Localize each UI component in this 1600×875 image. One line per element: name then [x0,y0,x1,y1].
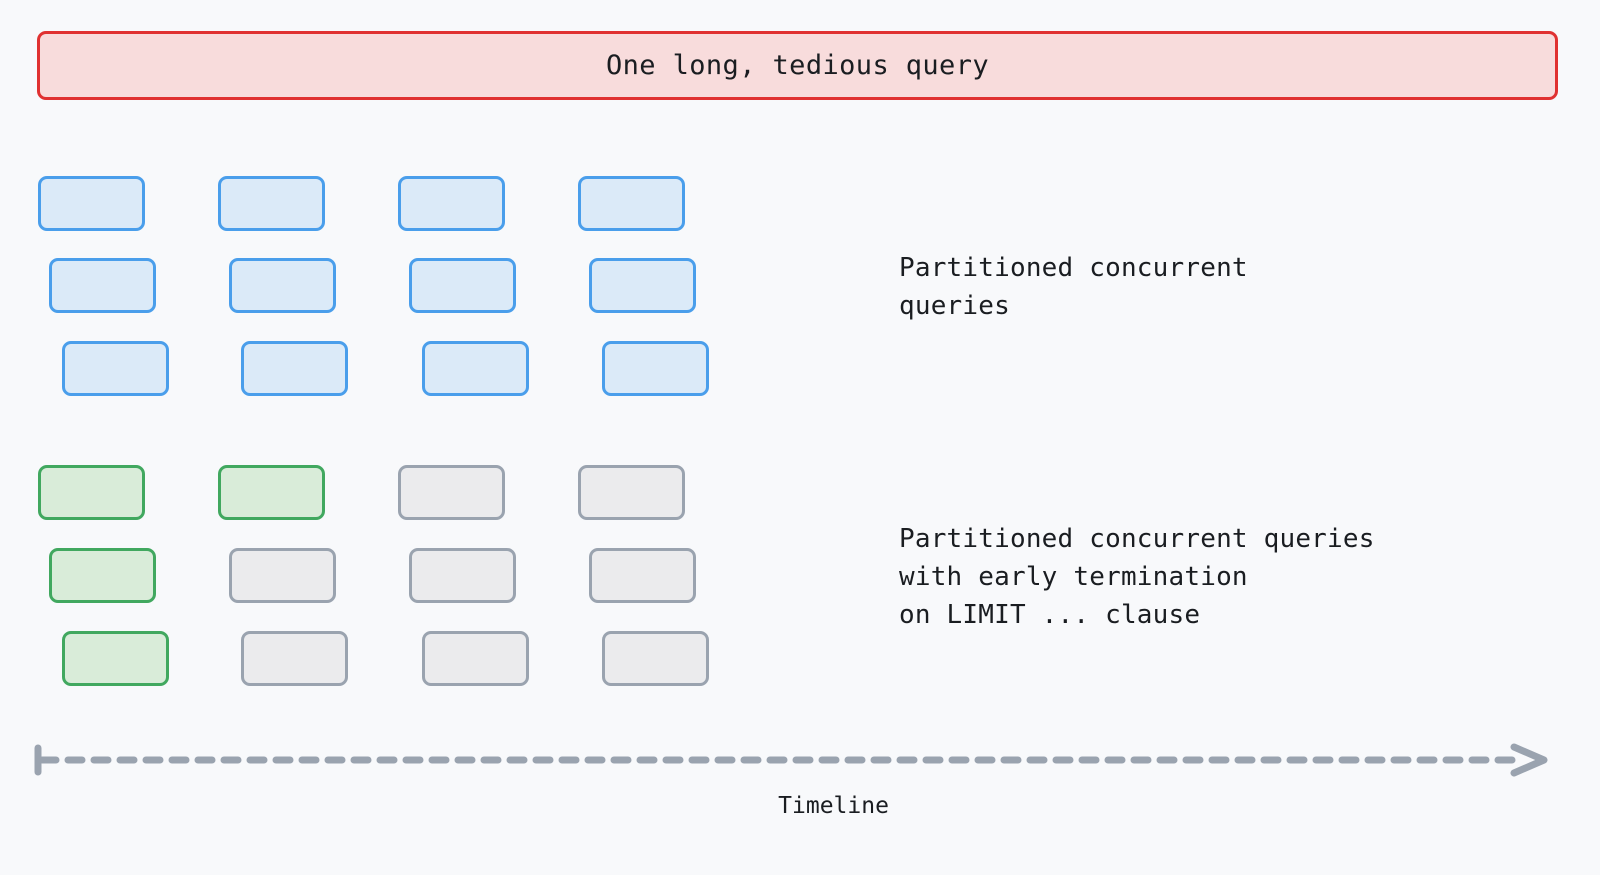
task-box-gray [229,548,336,603]
task-box-blue [241,341,348,396]
task-box-blue [602,341,709,396]
task-box-gray [241,631,348,686]
task-box-green [49,548,156,603]
task-box-gray [602,631,709,686]
timeline-axis: Timeline [34,737,1550,819]
task-box-gray [589,548,696,603]
task-box-blue [49,258,156,313]
task-box-blue [218,176,325,231]
task-box-gray [398,465,505,520]
task-box-blue [38,176,145,231]
timeline-arrow-icon [34,743,1548,777]
task-box-blue [62,341,169,396]
task-box-blue [589,258,696,313]
task-box-blue [578,176,685,231]
header-title: One long, tedious query [605,50,990,81]
task-box-green [38,465,145,520]
task-box-blue [398,176,505,231]
task-box-blue [409,258,516,313]
task-box-gray [578,465,685,520]
task-box-green [62,631,169,686]
caption-partitioned-concurrent: Partitioned concurrent queries [899,253,1248,321]
caption-partitioned-concurrent-early-termination: Partitioned concurrent queries with earl… [899,524,1375,630]
task-box-blue [229,258,336,313]
timeline-label-wrap: Timeline [34,737,1550,875]
task-box-gray [409,548,516,603]
header-banner: One long, tedious query [37,31,1558,100]
diagram-canvas: One long, tedious query Partitioned conc… [34,31,1558,819]
task-box-green [218,465,325,520]
task-box-gray [422,631,529,686]
timeline-label: Timeline [769,793,898,819]
task-box-blue [422,341,529,396]
